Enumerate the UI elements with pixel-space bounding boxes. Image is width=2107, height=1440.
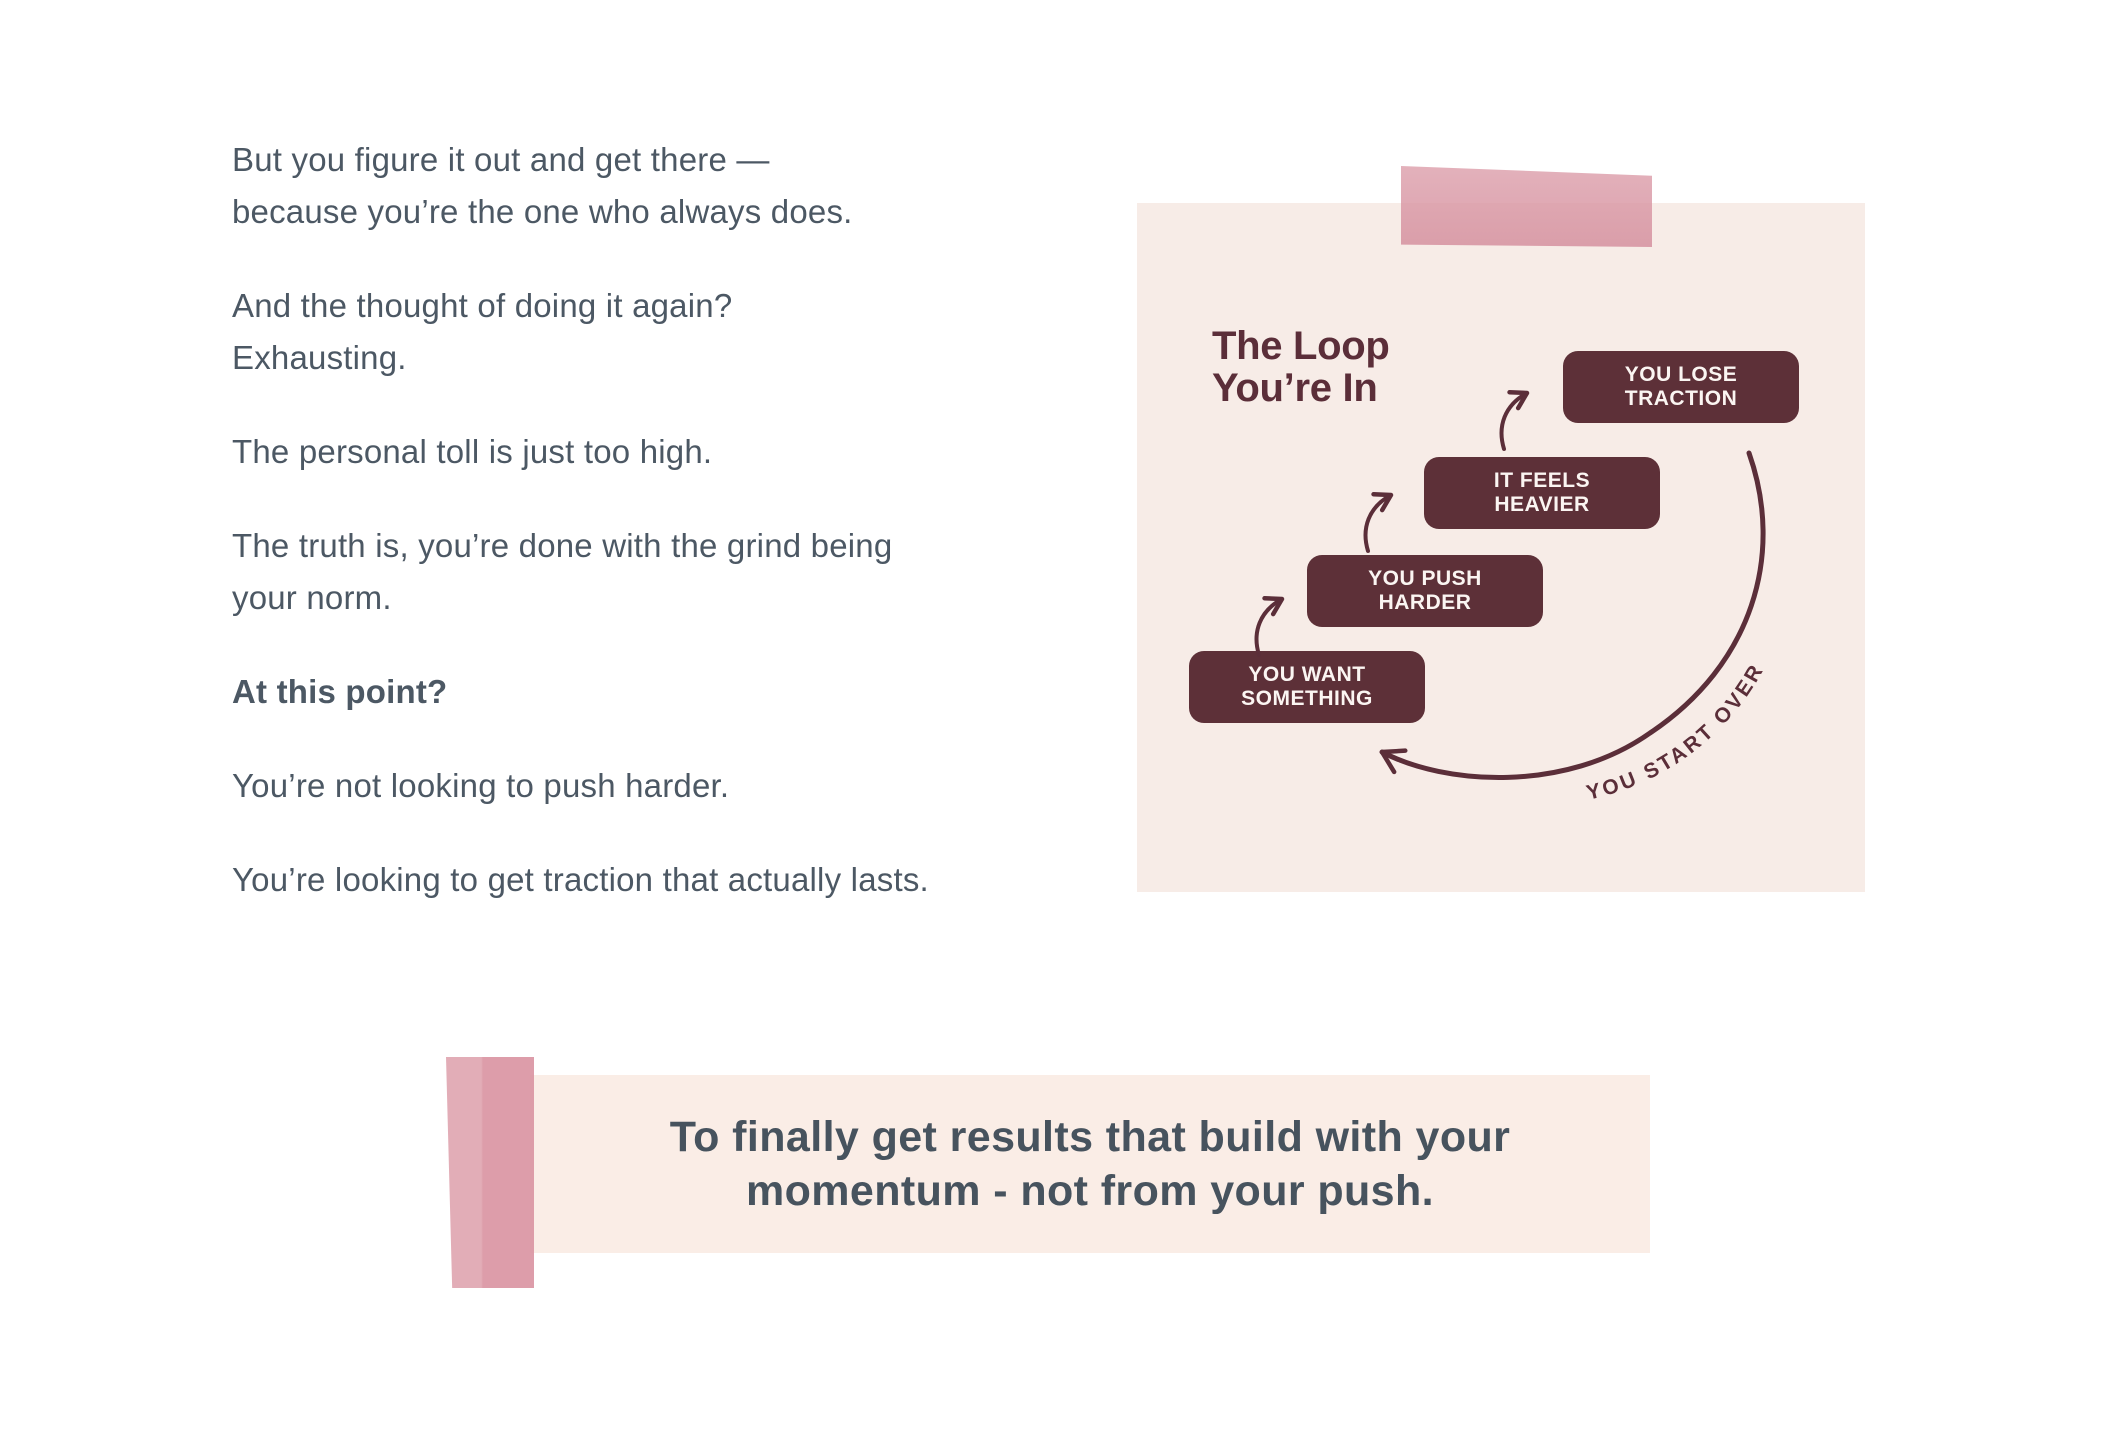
banner-text: To finally get results that build with y… xyxy=(669,1113,1511,1215)
loop-step-you-lose-traction: YOU LOSE TRACTION xyxy=(1563,351,1799,423)
loop-diagram-title: The Loop You’re In xyxy=(1212,324,1390,410)
body-copy: But you figure it out and get there — be… xyxy=(232,134,1062,948)
loop-step-you-want-something: YOU WANT SOMETHING xyxy=(1189,651,1425,723)
loop-note-card xyxy=(1137,203,1865,892)
paragraph-emphasis: At this point? xyxy=(232,673,448,710)
paragraph: The truth is, you’re done with the grind… xyxy=(232,527,893,616)
paragraph: The personal toll is just too high. xyxy=(232,433,713,470)
paragraph: You’re not looking to push harder. xyxy=(232,767,730,804)
loop-step-you-push-harder: YOU PUSH HARDER xyxy=(1307,555,1543,627)
paragraph: But you figure it out and get there — be… xyxy=(232,141,853,230)
washi-tape-bottom-icon xyxy=(446,1057,534,1288)
washi-tape-top-icon xyxy=(1401,166,1652,247)
paragraph: You’re looking to get traction that actu… xyxy=(232,861,929,898)
bottom-banner: To finally get results that build with y… xyxy=(530,1075,1650,1253)
paragraph: And the thought of doing it again? Exhau… xyxy=(232,287,733,376)
loop-step-it-feels-heavier: IT FEELS HEAVIER xyxy=(1424,457,1660,529)
